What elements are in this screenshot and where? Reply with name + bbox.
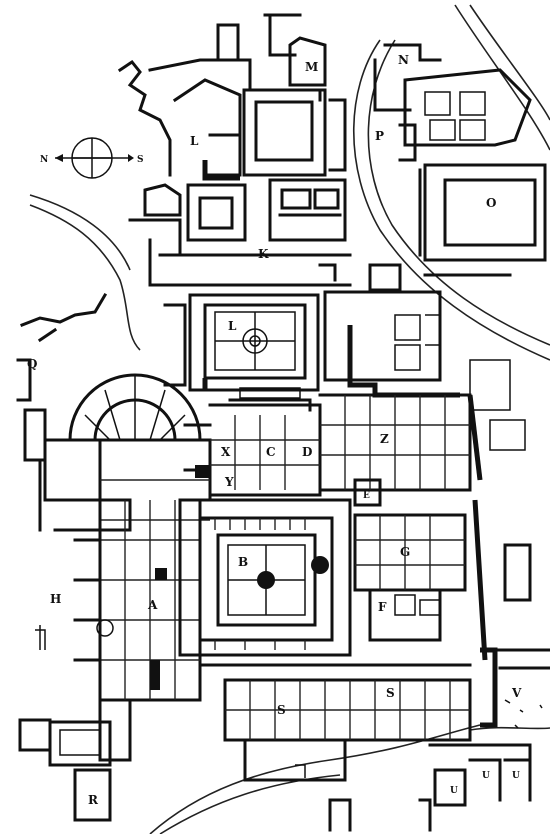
label-c: C bbox=[266, 445, 276, 459]
south-east-buildings bbox=[418, 647, 550, 832]
range-s bbox=[198, 663, 472, 832]
label-z: Z bbox=[380, 432, 389, 446]
plan-labels: M N L P O K L Q Z X C D Y E B G H A F S … bbox=[27, 53, 522, 807]
cloister-b bbox=[178, 498, 352, 657]
range-g bbox=[353, 478, 532, 661]
label-g: G bbox=[400, 545, 410, 559]
north-west-buildings bbox=[117, 13, 352, 287]
label-k: K bbox=[258, 247, 269, 261]
north-east-buildings bbox=[373, 43, 547, 277]
range-cdz bbox=[183, 387, 472, 497]
label-l-north: L bbox=[190, 134, 199, 148]
label-e: E bbox=[363, 491, 370, 501]
cloister-l bbox=[163, 293, 320, 392]
label-u-2: U bbox=[482, 771, 490, 781]
west-periphery bbox=[16, 292, 108, 402]
compass-south-label: S bbox=[137, 155, 144, 165]
label-a: A bbox=[147, 598, 158, 612]
label-r: R bbox=[88, 793, 99, 807]
label-d: D bbox=[302, 445, 312, 459]
label-f: F bbox=[378, 600, 387, 614]
label-b: B bbox=[238, 555, 248, 569]
label-s-east: S bbox=[386, 686, 395, 700]
label-y: Y bbox=[224, 475, 234, 489]
label-s-west: S bbox=[277, 703, 286, 717]
east-garden-block bbox=[323, 263, 526, 481]
label-u-3: U bbox=[512, 771, 520, 781]
label-q: Q bbox=[27, 357, 37, 371]
label-x: X bbox=[221, 445, 231, 459]
compass-north-label: N bbox=[40, 155, 48, 165]
label-n: N bbox=[398, 53, 409, 67]
south-west-buildings bbox=[18, 625, 112, 822]
label-u-1: U bbox=[450, 786, 458, 796]
label-o: O bbox=[486, 196, 496, 210]
compass-rose: N S bbox=[40, 137, 144, 179]
label-p: P bbox=[375, 129, 384, 143]
roads bbox=[29, 4, 550, 834]
label-m: M bbox=[305, 60, 318, 74]
label-l-cloister: L bbox=[228, 319, 237, 333]
label-h: H bbox=[50, 592, 61, 606]
church bbox=[23, 373, 212, 762]
label-v: V bbox=[511, 686, 522, 700]
